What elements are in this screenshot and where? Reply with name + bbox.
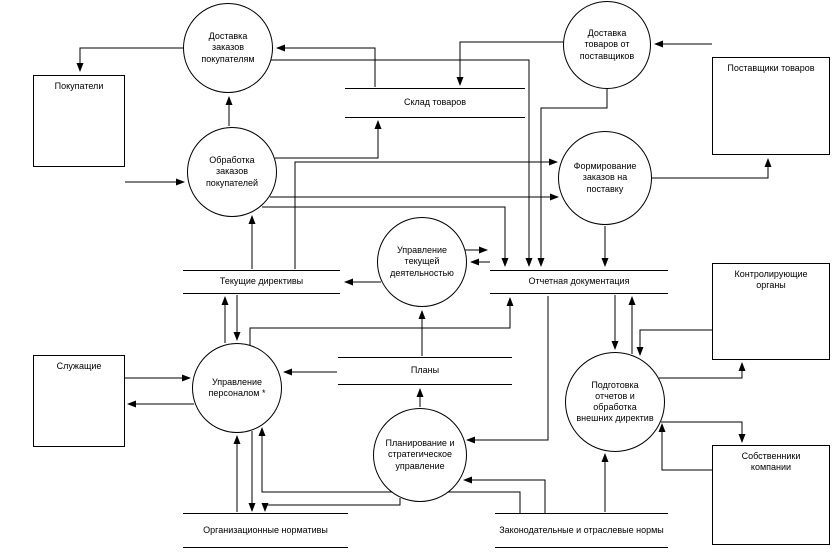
store-reporting-documentation: Отчетная документация — [490, 270, 668, 294]
store-warehouse: Склад товаров — [345, 88, 525, 118]
process-planning-strategic-management: Планирование и стратегическое управление — [373, 408, 467, 502]
flow-order-processing-to-warehouse — [275, 120, 382, 159]
flow-delivery-to-reports-store — [271, 59, 533, 267]
store-plans: Планы — [338, 357, 512, 385]
flow-delivery-to-customers — [76, 47, 183, 72]
flow-regulators-to-reporting — [636, 329, 712, 356]
process-customer-order-processing: Обработка заказов покупателей — [187, 127, 277, 217]
store-org-norms: Организационные нормативы — [183, 513, 348, 548]
flow-personnel-to-reports-store — [249, 297, 514, 345]
flow-reports-store-to-planning — [466, 296, 549, 444]
external-customers: Покупатели — [33, 75, 125, 167]
external-suppliers: Поставщики товаров — [712, 57, 830, 155]
flow-supply-orders-to-suppliers — [652, 158, 772, 179]
process-delivery-orders-to-customers: Доставка заказов покупателям — [183, 3, 273, 93]
flow-owners-to-reporting — [658, 423, 712, 471]
process-reports-preparation: Подготовка отчетов и обработка внешних д… — [565, 352, 665, 452]
store-current-directives: Текущие директивы — [183, 270, 340, 294]
external-regulators: Контролирующие органы — [712, 263, 830, 360]
flow-supplier-delivery-to-reports-store — [537, 89, 608, 267]
process-personnel-management: Управление персоналом * — [192, 343, 282, 433]
process-supply-order-forming: Формирование заказов на поставку — [558, 131, 652, 225]
flow-order-processing-to-reports-store — [262, 206, 509, 267]
flow-warehouse-to-delivery — [276, 44, 376, 87]
external-employees: Служащие — [33, 355, 125, 447]
store-legal-norms: Законодательные и отраслевые нормы — [495, 513, 668, 548]
flow-reporting-to-owners — [661, 421, 746, 443]
flow-directives-to-supply-orders — [294, 158, 558, 269]
process-delivery-goods-from-suppliers: Доставка товаров от поставщиков — [563, 1, 651, 89]
flow-supplier-delivery-to-warehouse — [456, 41, 563, 86]
flow-legal-norms-to-planning — [463, 476, 546, 513]
flow-reporting-to-regulators — [659, 362, 746, 379]
process-current-activity-management: Управление текущей деятельностью — [377, 217, 467, 307]
flow-planning-to-org-norms — [261, 498, 401, 512]
external-owners: Собственники компании — [712, 445, 830, 545]
